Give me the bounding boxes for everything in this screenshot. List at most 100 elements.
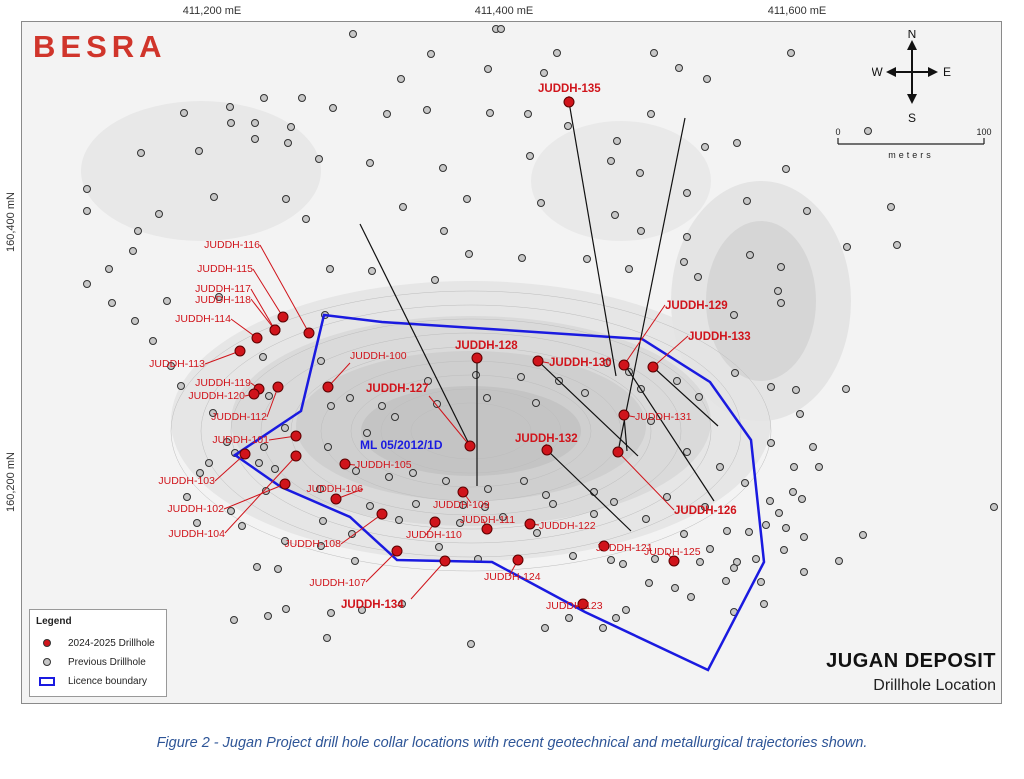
previous-drillhole[interactable] [680,258,688,266]
previous-drillhole[interactable] [486,109,494,117]
previous-drillhole[interactable] [767,383,775,391]
previous-drillhole[interactable] [645,579,653,587]
new-drillhole-marker[interactable] [272,381,284,393]
previous-drillhole[interactable] [481,503,489,511]
previous-drillhole[interactable] [327,609,335,617]
previous-drillhole[interactable] [265,392,273,400]
new-drillhole-marker[interactable] [376,508,388,520]
new-drillhole-marker[interactable] [598,540,610,552]
previous-drillhole[interactable] [230,616,238,624]
previous-drillhole[interactable] [599,624,607,632]
previous-drillhole[interactable] [542,491,550,499]
previous-drillhole[interactable] [281,537,289,545]
previous-drillhole[interactable] [424,377,432,385]
previous-drillhole[interactable] [798,495,806,503]
previous-drillhole[interactable] [610,498,618,506]
previous-drillhole[interactable] [809,443,817,451]
previous-drillhole[interactable] [673,377,681,385]
previous-drillhole[interactable] [196,469,204,477]
previous-drillhole[interactable] [105,265,113,273]
previous-drillhole[interactable] [205,459,213,467]
new-drillhole-marker[interactable] [524,518,536,530]
new-drillhole-marker[interactable] [248,388,260,400]
previous-drillhole[interactable] [680,530,688,538]
previous-drillhole[interactable] [326,265,334,273]
previous-drillhole[interactable] [518,254,526,262]
previous-drillhole[interactable] [253,563,261,571]
previous-drillhole[interactable] [316,485,324,493]
new-drillhole-marker[interactable] [234,345,246,357]
previous-drillhole[interactable] [842,385,850,393]
previous-drillhole[interactable] [435,543,443,551]
new-drillhole-marker[interactable] [464,440,476,452]
previous-drillhole[interactable] [227,119,235,127]
previous-drillhole[interactable] [723,527,731,535]
previous-drillhole[interactable] [463,195,471,203]
previous-drillhole[interactable] [324,443,332,451]
previous-drillhole[interactable] [366,159,374,167]
previous-drillhole[interactable] [647,110,655,118]
previous-drillhole[interactable] [796,410,804,418]
previous-drillhole[interactable] [459,501,467,509]
previous-drillhole[interactable] [363,429,371,437]
new-drillhole-marker[interactable] [541,444,553,456]
previous-drillhole[interactable] [108,299,116,307]
previous-drillhole[interactable] [260,443,268,451]
previous-drillhole[interactable] [465,250,473,258]
previous-drillhole[interactable] [695,393,703,401]
previous-drillhole[interactable] [532,399,540,407]
new-drillhole-marker[interactable] [269,324,281,336]
previous-drillhole[interactable] [637,227,645,235]
previous-drillhole[interactable] [83,207,91,215]
previous-drillhole[interactable] [565,614,573,622]
previous-drillhole[interactable] [815,463,823,471]
previous-drillhole[interactable] [215,293,223,301]
new-drillhole-marker[interactable] [429,516,441,528]
previous-drillhole[interactable] [456,519,464,527]
previous-drillhole[interactable] [733,139,741,147]
previous-drillhole[interactable] [412,500,420,508]
previous-drillhole[interactable] [431,276,439,284]
previous-drillhole[interactable] [484,485,492,493]
previous-drillhole[interactable] [671,584,679,592]
previous-drillhole[interactable] [607,157,615,165]
previous-drillhole[interactable] [636,169,644,177]
previous-drillhole[interactable] [590,510,598,518]
previous-drillhole[interactable] [483,394,491,402]
previous-drillhole[interactable] [524,110,532,118]
previous-drillhole[interactable] [730,564,738,572]
previous-drillhole[interactable] [642,515,650,523]
previous-drillhole[interactable] [520,477,528,485]
previous-drillhole[interactable] [792,386,800,394]
previous-drillhole[interactable] [383,110,391,118]
previous-drillhole[interactable] [497,25,505,33]
previous-drillhole[interactable] [622,606,630,614]
previous-drillhole[interactable] [777,263,785,271]
previous-drillhole[interactable] [274,565,282,573]
previous-drillhole[interactable] [209,409,217,417]
previous-drillhole[interactable] [440,227,448,235]
previous-drillhole[interactable] [163,297,171,305]
new-drillhole-marker[interactable] [330,493,342,505]
previous-drillhole[interactable] [366,502,374,510]
new-drillhole-marker[interactable] [339,458,351,470]
previous-drillhole[interactable] [675,64,683,72]
previous-drillhole[interactable] [775,509,783,517]
previous-drillhole[interactable] [129,247,137,255]
previous-drillhole[interactable] [517,373,525,381]
new-drillhole-marker[interactable] [563,96,575,108]
new-drillhole-marker[interactable] [290,450,302,462]
previous-drillhole[interactable] [282,195,290,203]
previous-drillhole[interactable] [569,552,577,560]
previous-drillhole[interactable] [284,139,292,147]
previous-drillhole[interactable] [789,488,797,496]
previous-drillhole[interactable] [395,516,403,524]
previous-drillhole[interactable] [298,94,306,102]
previous-drillhole[interactable] [541,624,549,632]
previous-drillhole[interactable] [442,477,450,485]
previous-drillhole[interactable] [603,359,611,367]
previous-drillhole[interactable] [327,402,335,410]
previous-drillhole[interactable] [472,371,480,379]
new-drillhole-marker[interactable] [277,311,289,323]
previous-drillhole[interactable] [887,203,895,211]
